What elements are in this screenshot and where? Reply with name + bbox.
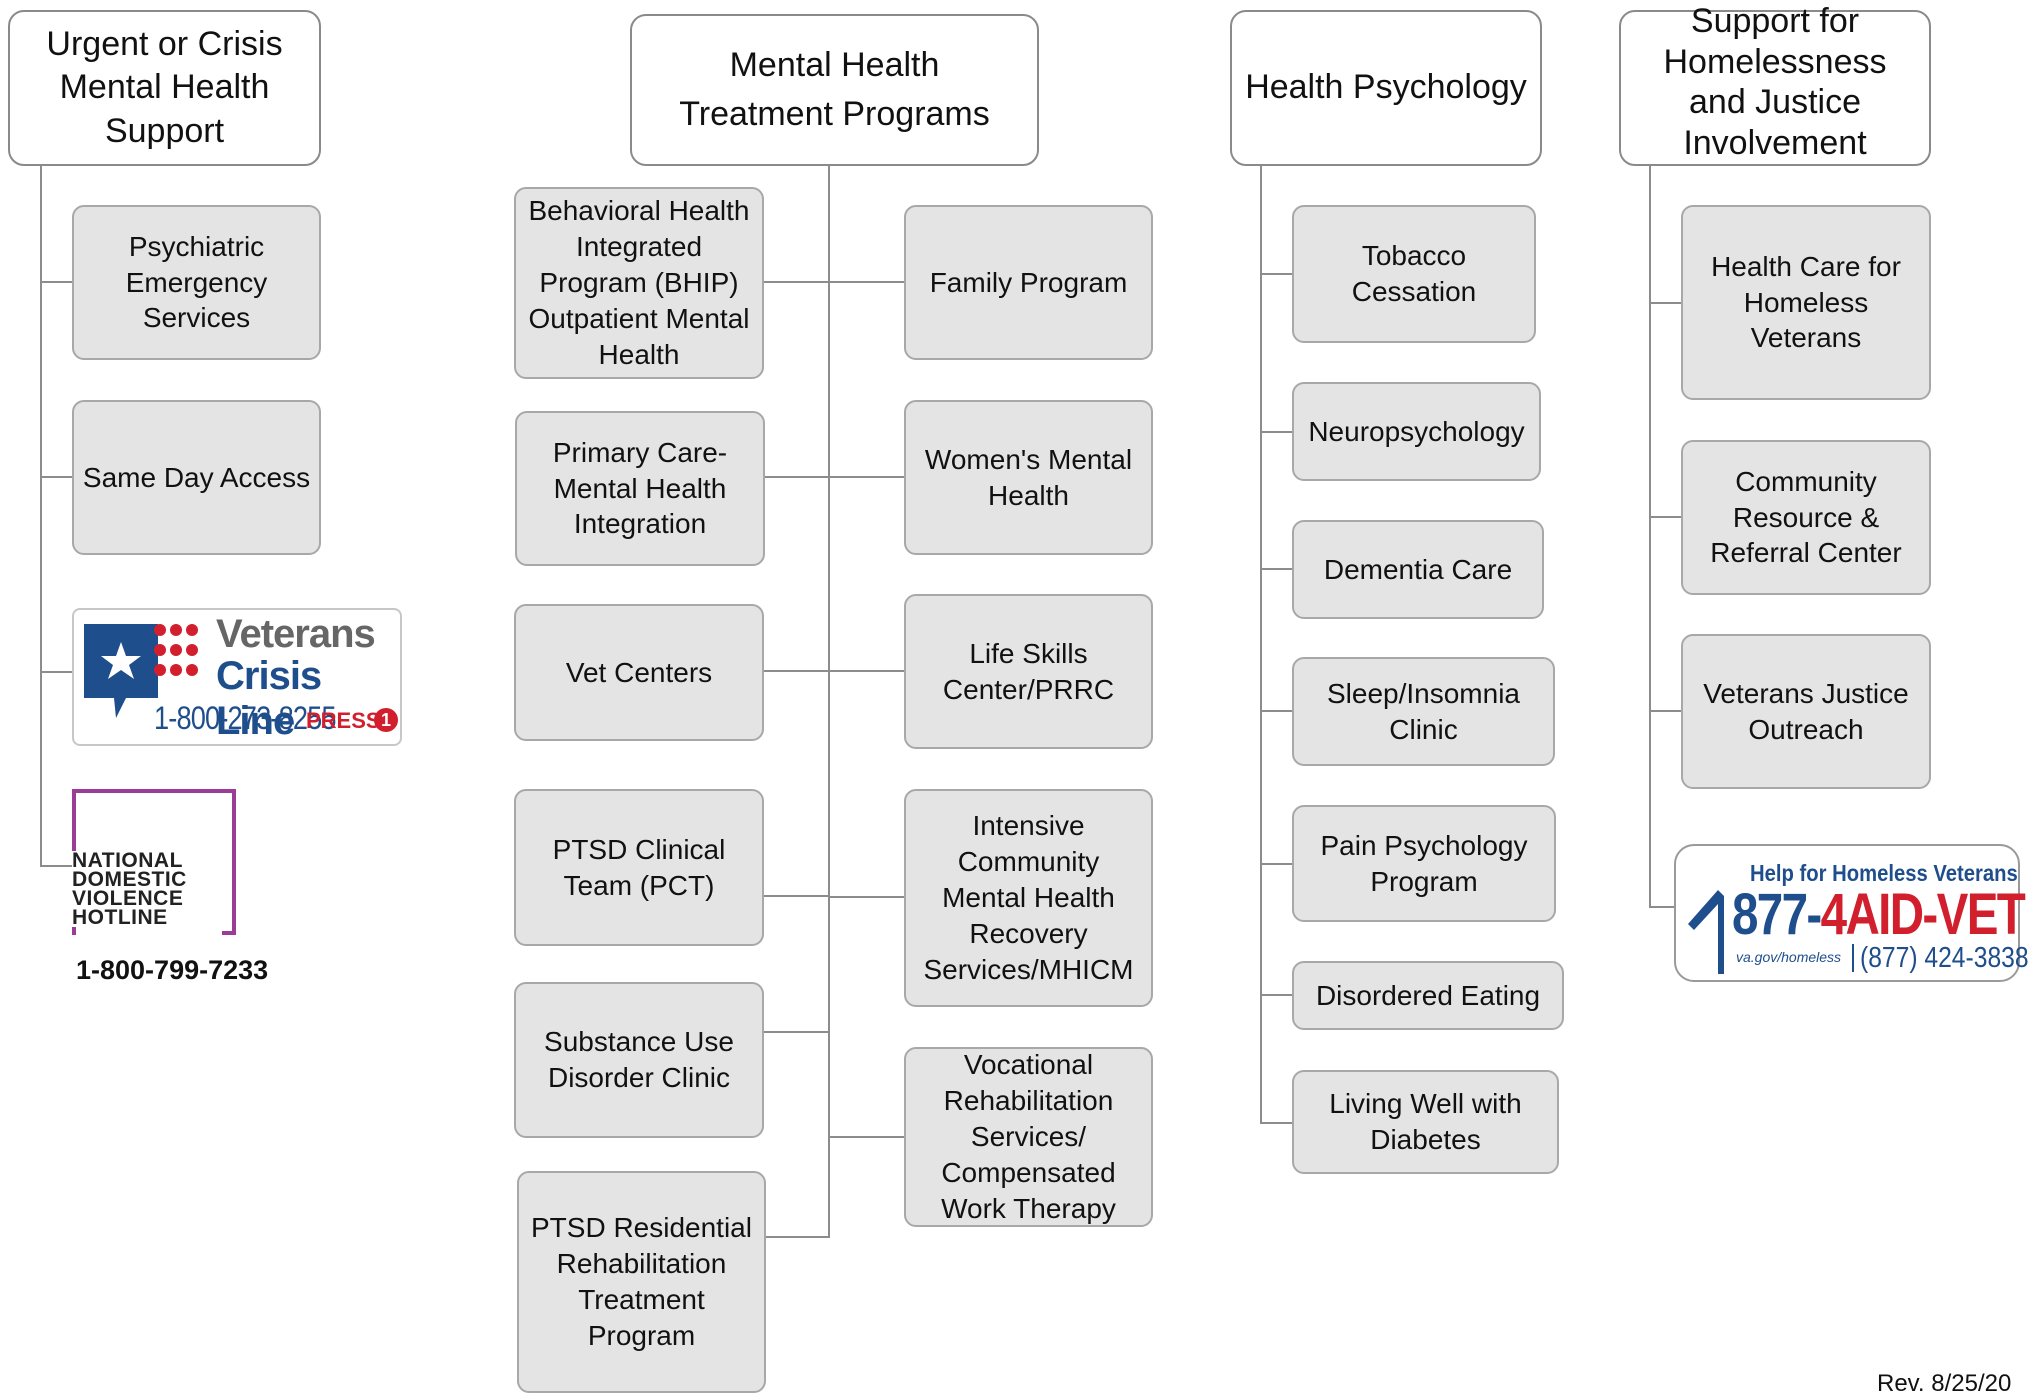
connector-mh-spine [828,166,830,1238]
star-icon [101,642,141,679]
connector-hp-1 [1260,273,1292,275]
node-primary-care-mh: Primary Care-Mental Health Integration [515,411,765,566]
node-veterans-justice: Veterans Justice Outreach [1681,634,1931,789]
connector-mh-l2 [764,476,828,478]
connector-hj-4 [1649,906,1675,908]
node-tobacco-cessation: Tobacco Cessation [1292,205,1536,343]
hotline-logo-text: NATIONAL DOMESTIC VIOLENCE HOTLINE [72,849,191,929]
homeless-tagline: Help for Homeless Veterans [1750,860,2018,886]
connector-mh-l4 [764,895,828,897]
connector-hp-4 [1260,710,1292,712]
dot-grid-icon [154,624,198,676]
house-roof-icon [1688,890,1724,974]
connector-urgent-1 [40,281,72,283]
connector-mh-l3 [764,670,828,672]
connector-urgent-spine [40,166,42,866]
connector-hj-spine [1649,166,1651,908]
crisis-line-graphic [84,624,198,718]
node-sleep-insomnia: Sleep/Insomnia Clinic [1292,657,1555,766]
node-substance-use: Substance Use Disorder Clinic [514,982,764,1138]
connector-mh-l6 [766,1236,828,1238]
connector-mh-r3 [828,670,904,672]
hotline-logo-line-2: DOMESTIC [72,868,187,891]
connector-urgent-3 [40,671,72,673]
connector-hp-5 [1260,863,1292,865]
homeless-url: va.gov/homeless [1736,949,1842,965]
crisis-line-press-number: 1 [374,708,398,732]
connector-hp-spine [1260,166,1262,1124]
node-living-well-diabetes: Living Well with Diabetes [1292,1070,1559,1174]
crisis-line-title-1: Veterans [216,612,376,656]
node-bhip: Behavioral Health Integrated Program (BH… [514,187,764,379]
hotline-logo-line-3: VIOLENCE [72,887,184,910]
homeless-veterans-hotline-logo: Help for Homeless Veterans 877-4AID-VET … [1674,844,2029,982]
hotline-logo-line-4: HOTLINE [72,906,168,929]
homeless-number: 877-4AID-VET [1732,886,2026,944]
node-neuropsychology: Neuropsychology [1292,382,1541,481]
node-intensive-community-mh: Intensive Community Mental Health Recove… [904,789,1153,1007]
node-community-resource: Community Resource & Referral Center [1681,440,1931,595]
homeless-number-part-2: 4AID-VET [1820,882,2026,947]
connector-hp-2 [1260,431,1292,433]
header-homelessness-justice: Support for Homelessness and Justice Inv… [1619,2,1931,166]
header-urgent-crisis: Urgent or Crisis Mental Health Support [8,10,321,166]
crisis-line-press: PRESS [306,708,381,733]
node-pain-psychology: Pain Psychology Program [1292,805,1556,922]
connector-hp-3 [1260,568,1292,570]
speech-bubble-icon [84,624,158,718]
node-life-skills: Life Skills Center/PRRC [904,594,1153,749]
revision-date: Rev. 8/25/20 [1877,1370,2012,1397]
connector-mh-l1 [764,281,828,283]
domestic-violence-hotline-logo: NATIONAL DOMESTIC VIOLENCE HOTLINE [72,787,240,935]
node-vet-centers: Vet Centers [514,604,764,741]
homeless-phone: (877) 424-3838 [1860,942,2029,974]
node-ptsd-residential: PTSD Residential Rehabilitation Treatmen… [517,1171,766,1393]
homeless-number-part-1: 877- [1732,882,1822,947]
node-family-program: Family Program [904,205,1153,360]
connector-mh-r5 [828,1136,904,1138]
veterans-crisis-line-logo: Veterans Crisis Line 1-800-273-8255 PRES… [72,608,402,746]
homeless-divider [1852,944,1854,972]
connector-hj-3 [1649,710,1681,712]
connector-mh-r2 [828,476,904,478]
connector-hp-6 [1260,994,1292,996]
crisis-line-phone: 1-800-273-8255 [154,700,337,736]
connector-hp-7 [1260,1122,1292,1124]
node-womens-mental-health: Women's Mental Health [904,400,1153,555]
node-same-day-access: Same Day Access [72,400,321,555]
connector-mh-r1 [828,281,904,283]
crisis-line-title-2: Crisis Line [216,654,322,743]
node-ptsd-clinical-team: PTSD Clinical Team (PCT) [514,789,764,946]
connector-hj-1 [1649,302,1681,304]
connector-mh-l5 [764,1031,828,1033]
hotline-logo-line-1: NATIONAL [72,849,183,872]
connector-hj-2 [1649,516,1681,518]
hotline-frame-bottom [222,931,236,935]
node-vocational-rehab: Vocational Rehabilitation Services/ Comp… [904,1047,1153,1227]
header-health-psychology: Health Psychology [1230,10,1542,166]
node-psychiatric-emergency: Psychiatric Emergency Services [72,205,321,360]
node-disordered-eating: Disordered Eating [1292,961,1564,1030]
header-mental-health-treatment: Mental Health Treatment Programs [630,14,1039,166]
node-dementia-care: Dementia Care [1292,520,1544,619]
node-health-care-homeless: Health Care for Homeless Veterans [1681,205,1931,400]
connector-mh-r4 [828,896,904,898]
domestic-violence-hotline-phone: 1-800-799-7233 [76,955,269,985]
connector-urgent-4 [40,865,72,867]
connector-urgent-2 [40,476,72,478]
